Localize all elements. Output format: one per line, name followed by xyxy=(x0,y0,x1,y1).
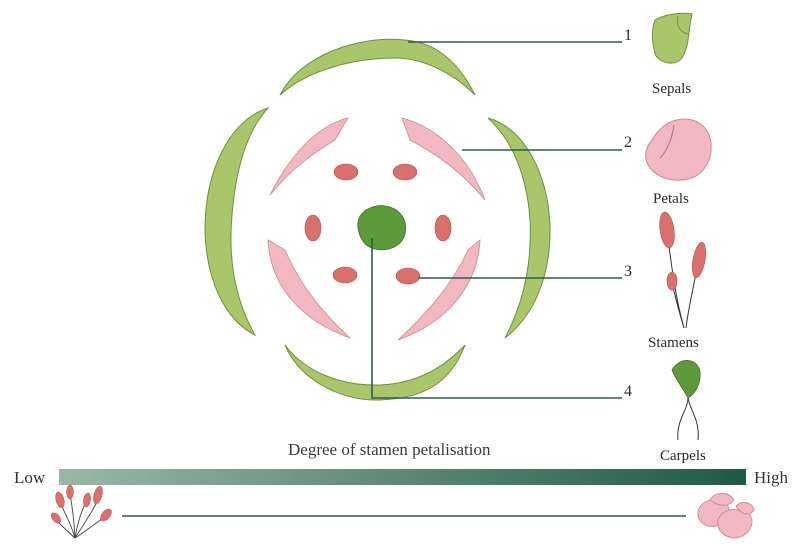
sepal-icon xyxy=(652,13,692,63)
petal-bottom-left xyxy=(268,240,350,338)
low-petalisation-icon xyxy=(49,485,113,538)
scale-high-label: High xyxy=(754,468,789,487)
scale-low-label: Low xyxy=(14,468,46,487)
stamen xyxy=(396,268,420,284)
stamen xyxy=(333,267,357,283)
sepals-label: Sepals xyxy=(652,81,691,97)
petal-top-left xyxy=(270,118,348,195)
stamen xyxy=(305,215,321,241)
stamen xyxy=(334,164,358,180)
leader-lines xyxy=(372,42,622,398)
high-petalisation-icon xyxy=(698,493,754,538)
carpel-icon xyxy=(672,360,700,440)
stamen xyxy=(435,215,451,241)
petal-top-right xyxy=(402,118,485,200)
sepal-right xyxy=(488,118,550,338)
carpels-label: Carpels xyxy=(660,448,706,464)
petal-icon xyxy=(646,119,712,180)
carpel-center xyxy=(358,206,406,250)
sepal-left xyxy=(205,108,268,335)
whorl-number-3: 3 xyxy=(624,263,632,280)
whorl-number-2: 2 xyxy=(624,134,632,151)
whorl-number-4: 4 xyxy=(624,383,632,400)
sepal-top xyxy=(280,39,475,95)
stamen-icon xyxy=(658,211,708,328)
sepal-bottom xyxy=(285,345,465,400)
stamens-label: Stamens xyxy=(648,335,699,351)
scale-title: Degree of stamen petalisation xyxy=(288,440,491,459)
stamen xyxy=(393,164,417,180)
whorl-number-1: 1 xyxy=(624,27,632,44)
petals-label: Petals xyxy=(653,191,689,207)
petalisation-gradient-bar xyxy=(59,469,746,485)
leader-line-4 xyxy=(372,238,622,398)
petal-bottom-right xyxy=(398,240,480,340)
